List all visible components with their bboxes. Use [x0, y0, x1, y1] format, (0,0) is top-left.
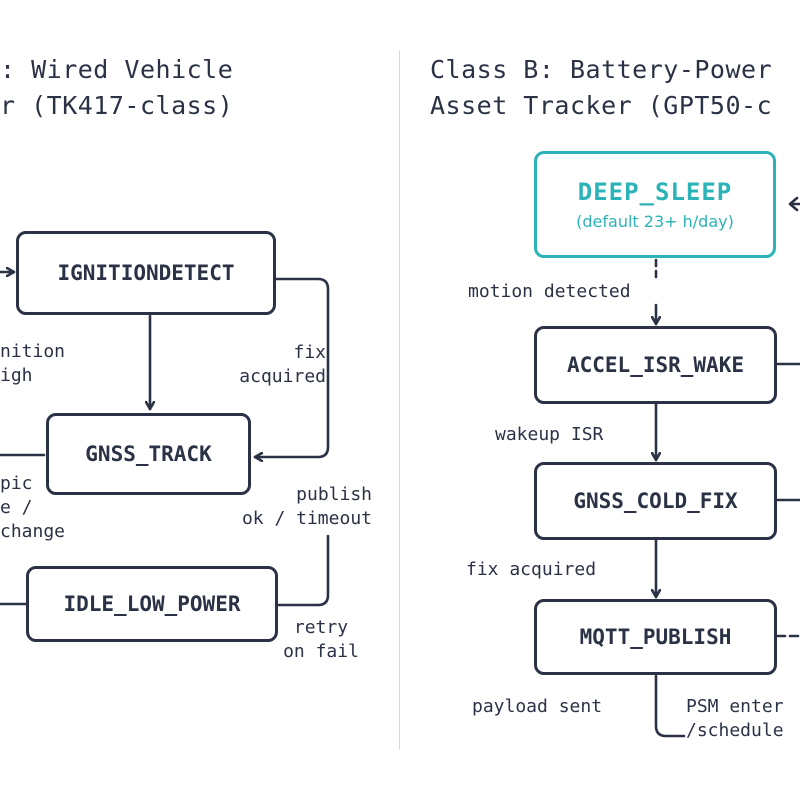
- node-idle-low-power: IDLE_LOW_POWER: [26, 566, 278, 642]
- panel-divider: [399, 50, 400, 750]
- label-fix-acquired-left: fix acquired: [239, 342, 326, 387]
- label-periodic-change: pic e / change: [0, 473, 66, 542]
- node-gnss-cold-fix: GNSS_COLD_FIX: [534, 462, 777, 540]
- node-ignition-detect: IGNITIONDETECT: [16, 231, 276, 315]
- node-gnss-track: GNSS_TRACK: [46, 413, 251, 495]
- right-title-line2: Asset Tracker (GPT50-c: [430, 91, 773, 120]
- node-accel-isr-wake: ACCEL_ISR_WAKE: [534, 326, 777, 404]
- label-wakeup-isr: wakeup ISR: [495, 424, 604, 445]
- edge-mqtt-down: [654, 674, 686, 738]
- edge-publish-to-idle: [277, 534, 330, 607]
- label-publish-timeout: publish ok / timeout: [241, 484, 372, 529]
- label-fix-acquired-right: fix acquired: [466, 559, 597, 580]
- node-deep-sleep: DEEP_SLEEP (default 23+ h/day): [534, 151, 776, 258]
- left-title-line2: r (TK417-class): [0, 91, 234, 120]
- node-mqtt-publish: MQTT_PUBLISH: [534, 599, 777, 675]
- label-psm-schedule: PSM enter /schedule: [686, 696, 784, 741]
- label-ignition-high: nition igh: [0, 341, 66, 386]
- deep-sleep-subtitle: (default 23+ h/day): [576, 212, 734, 231]
- edge-ignition-fix-loop: [253, 277, 330, 457]
- label-retry-on-fail: retry on fail: [283, 617, 359, 662]
- deep-sleep-title: DEEP_SLEEP: [577, 178, 733, 206]
- label-motion-detected: motion detected: [468, 281, 631, 302]
- edge-into-deep-sleep: [788, 196, 800, 212]
- right-title-line1: Class B: Battery-Power: [430, 55, 773, 84]
- label-payload-sent: payload sent: [472, 696, 603, 717]
- left-title-line1: : Wired Vehicle: [0, 55, 234, 84]
